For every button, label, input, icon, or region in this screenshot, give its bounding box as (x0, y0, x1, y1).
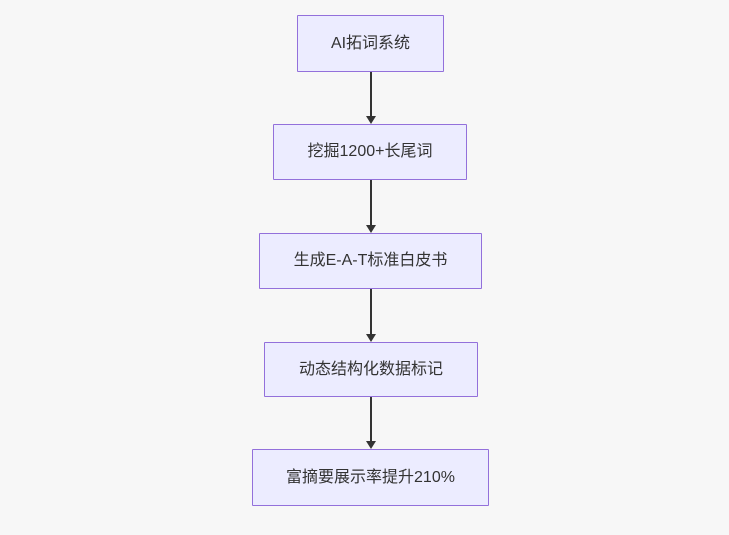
flow-arrow-4 (364, 397, 377, 449)
flow-node-rich-snippet-result: 富摘要展示率提升210% (252, 449, 489, 506)
arrow-down-icon (365, 334, 376, 342)
flow-node-ai-word-expansion: AI拓词系统 (297, 15, 444, 72)
flow-node-label: AI拓词系统 (330, 34, 411, 52)
arrow-down-icon (365, 116, 376, 124)
flow-node-longtail-keywords: 挖掘1200+长尾词 (273, 124, 467, 180)
flow-node-label: 生成E-A-T标准白皮书 (293, 252, 448, 270)
arrow-down-icon (365, 441, 376, 449)
arrow-line (369, 289, 372, 334)
flow-node-label: 动态结构化数据标记 (298, 360, 443, 378)
arrow-line (369, 72, 372, 116)
flow-arrow-3 (364, 289, 377, 342)
flow-node-label: 富摘要展示率提升210% (286, 468, 455, 486)
arrow-line (369, 180, 372, 225)
arrow-line (369, 397, 372, 441)
flow-arrow-1 (364, 72, 377, 124)
flow-node-label: 挖掘1200+长尾词 (307, 143, 433, 161)
flow-arrow-2 (364, 180, 377, 233)
arrow-down-icon (365, 225, 376, 233)
flow-node-eat-whitepaper: 生成E-A-T标准白皮书 (259, 233, 482, 289)
flow-node-structured-data: 动态结构化数据标记 (264, 342, 478, 397)
